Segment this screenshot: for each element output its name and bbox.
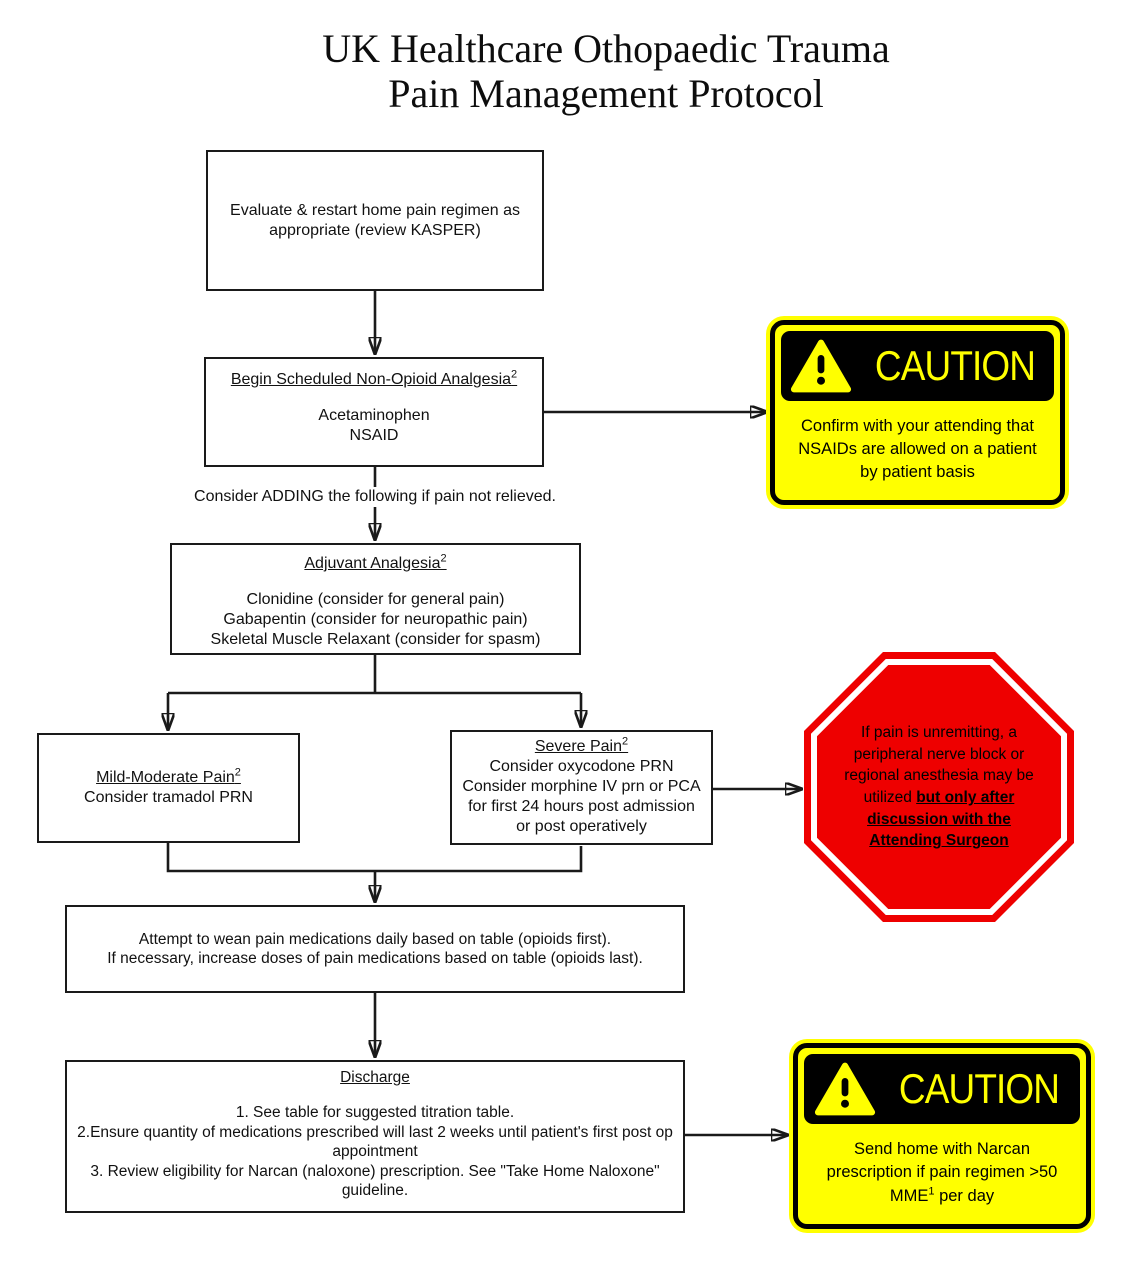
discharge-steps: 1. See table for suggested titration tab… — [77, 1104, 673, 1199]
discharge-heading: Discharge — [340, 1069, 410, 1086]
mild-moderate-pain-box: Mild-Moderate Pain2 Consider tramadol PR… — [37, 733, 300, 843]
stop-sign-text: If pain is unremitting, a peripheral ner… — [844, 723, 1034, 850]
evaluate-home-regimen-box: Evaluate & restart home pain regimen as … — [206, 150, 544, 291]
warning-triangle-icon — [790, 339, 851, 393]
page-title-line1: UK Healthcare Othopaedic Trauma — [322, 26, 890, 71]
caution-nsaids-text: Confirm with your attending that NSAIDs … — [798, 416, 1037, 482]
caution-header: CAUTION — [804, 1054, 1080, 1124]
wean-medications-box: Attempt to wean pain medications daily b… — [65, 905, 685, 993]
caution-header: CAUTION — [781, 331, 1054, 401]
evaluate-home-regimen-text: Evaluate & restart home pain regimen as … — [230, 201, 520, 239]
page-title: UK Healthcare Othopaedic Trauma Pain Man… — [256, 26, 956, 116]
stop-octagon-icon — [804, 652, 1074, 922]
adjuvant-analgesia-box: Adjuvant Analgesia2 Clonidine (consider … — [170, 543, 581, 655]
wean-medications-text: Attempt to wean pain medications daily b… — [107, 930, 643, 967]
adjuvant-analgesia-heading: Adjuvant Analgesia2 — [304, 552, 447, 572]
mild-moderate-pain-text: Consider tramadol PRN — [84, 789, 253, 806]
page-title-line2: Pain Management Protocol — [388, 71, 824, 117]
stop-sign-nerve-block: If pain is unremitting, a peripheral ner… — [803, 651, 1075, 923]
non-opioid-analgesia-heading: Begin Scheduled Non-Opioid Analgesia2 — [230, 368, 518, 388]
severe-pain-box: Severe Pain2 Consider oxycodone PRN Cons… — [450, 730, 713, 845]
adjuvant-analgesia-drugs: Clonidine (consider for general pain) Ga… — [210, 591, 541, 648]
caution-sign-nsaids: CAUTION Confirm with your attending that… — [770, 320, 1065, 505]
mild-moderate-pain-heading: Mild-Moderate Pain2 — [96, 766, 241, 786]
discharge-box: Discharge 1. See table for suggested tit… — [65, 1060, 685, 1213]
caution-sign-narcan: CAUTION Send home with Narcan prescripti… — [793, 1043, 1091, 1229]
caution-narcan-text: Send home with Narcan prescription if pa… — [826, 1140, 1058, 1205]
severe-pain-heading: Severe Pain2 — [534, 735, 629, 755]
caution-label: CAUTION — [898, 1065, 1060, 1112]
non-opioid-analgesia-box: Begin Scheduled Non-Opioid Analgesia2 Ac… — [204, 357, 544, 467]
severe-pain-text: Consider oxycodone PRN Consider morphine… — [462, 758, 701, 835]
caution-label: CAUTION — [874, 342, 1035, 389]
consider-adding-note: Consider ADDING the following if pain no… — [160, 487, 590, 507]
warning-triangle-icon — [814, 1062, 876, 1116]
non-opioid-analgesia-drugs: Acetaminophen NSAID — [318, 407, 430, 444]
